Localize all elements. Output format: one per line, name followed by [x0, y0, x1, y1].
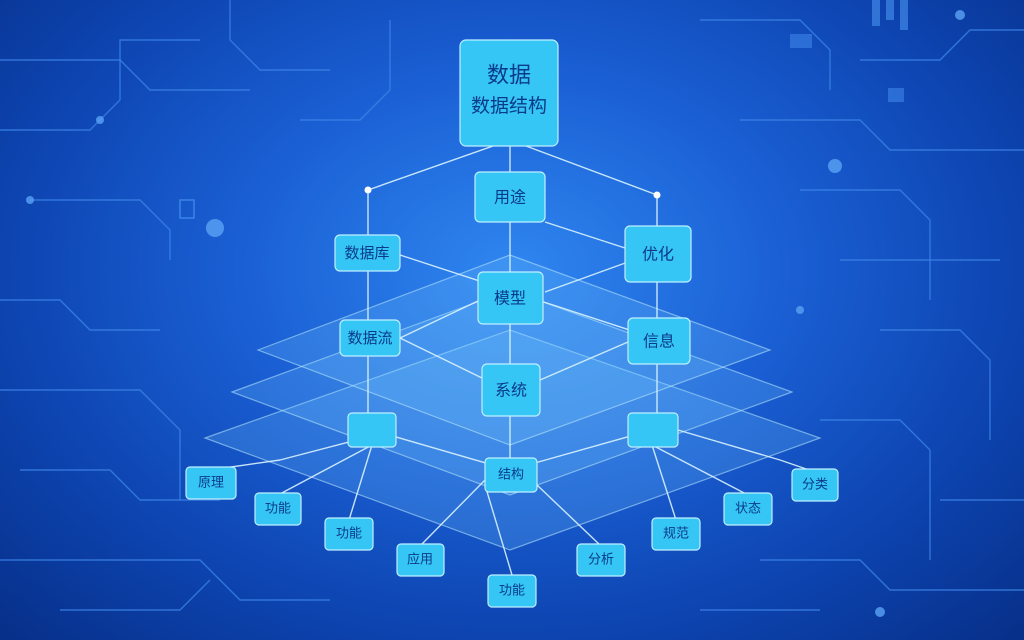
node-root[interactable]: 数据 数据结构: [459, 39, 559, 147]
node-center-upper-label: 模型: [494, 289, 526, 308]
node-center-lower-label: 系统: [495, 381, 527, 400]
leaf-node[interactable]: 功能: [254, 492, 302, 526]
leaf-node-label: 功能: [499, 584, 525, 599]
leaf-node[interactable]: 分类: [791, 468, 839, 502]
node-mid-top-label: 用途: [494, 188, 526, 207]
leaf-node[interactable]: 原理: [185, 466, 237, 500]
leaf-node-label: 原理: [198, 476, 224, 491]
node-right-connector[interactable]: [627, 412, 679, 448]
leaf-node-label: 应用: [407, 552, 433, 568]
node-left-mid[interactable]: 数据流: [339, 319, 401, 357]
node-left-connector[interactable]: [347, 412, 397, 448]
node-right-upper-label: 优化: [642, 245, 674, 264]
leaf-node-label: 功能: [265, 502, 291, 517]
node-left-upper[interactable]: 数据库: [334, 234, 401, 272]
node-center-upper[interactable]: 模型: [477, 271, 544, 325]
node-hub[interactable]: 结构: [484, 457, 538, 493]
leaf-node[interactable]: 状态: [723, 492, 773, 526]
node-right-upper[interactable]: 优化: [624, 225, 692, 283]
node-left-upper-label: 数据库: [344, 244, 389, 262]
node-root-line2: 数据结构: [471, 95, 547, 117]
node-mid-top[interactable]: 用途: [474, 171, 546, 223]
node-root-line1: 数据: [487, 64, 531, 89]
diagram-nodes: 数据 数据结构 用途 数据库 优化 模型 数据流: [185, 39, 839, 608]
leaf-node[interactable]: 规范: [651, 517, 701, 551]
node-right-mid[interactable]: 信息: [627, 317, 691, 365]
node-right-mid-label: 信息: [643, 332, 675, 351]
leaf-node[interactable]: 分析: [576, 543, 626, 577]
plane-top: [256, 254, 772, 446]
leaf-node-label: 分类: [802, 478, 828, 493]
leaf-node[interactable]: 功能: [487, 574, 537, 608]
circuit-decoration: [0, 0, 1024, 617]
leaf-node[interactable]: 应用: [396, 543, 445, 577]
plane-bottom: [203, 329, 822, 551]
node-left-mid-label: 数据流: [347, 329, 392, 347]
leaf-node-label: 功能: [336, 527, 362, 542]
leaf-node-label: 状态: [735, 502, 761, 517]
leaf-node-label: 规范: [663, 527, 689, 542]
leaf-node-label: 分析: [588, 553, 614, 568]
node-hub-label: 结构: [498, 468, 524, 483]
node-center-lower[interactable]: 系统: [481, 363, 541, 417]
leaf-node[interactable]: 功能: [324, 517, 374, 551]
